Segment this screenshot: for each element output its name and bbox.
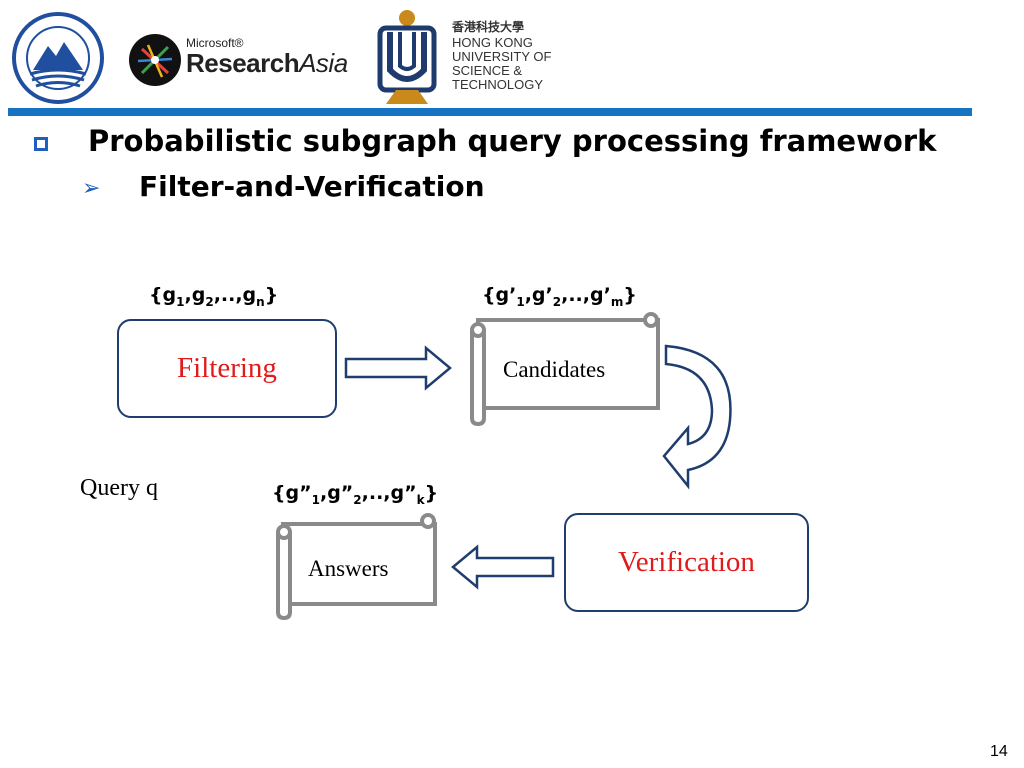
set-ans-sub2: 2 — [353, 492, 362, 507]
set-cand-close: } — [623, 284, 637, 306]
hkust-chinese-name: 香港科技大學 — [452, 20, 525, 34]
verification-label: Verification — [618, 546, 755, 578]
set-input-sub2: 2 — [205, 294, 214, 309]
set-cand-sub1: 1 — [516, 294, 525, 309]
filtering-box: Filtering — [117, 319, 337, 418]
set-input-mid2: ,..,g — [213, 284, 257, 306]
set-input-close: } — [264, 284, 279, 306]
answer-graph-set-label: {g”1,g”2,..,g”k} — [272, 482, 438, 507]
arrow-bullet-icon: ➢ — [82, 176, 101, 201]
hkust-logo-text: 香港科技大學 HONG KONG UNIVERSITY OF SCIENCE &… — [452, 20, 551, 92]
square-bullet-icon — [34, 137, 48, 151]
answers-label: Answers — [308, 556, 389, 581]
slide-heading: Probabilistic subgraph query processing … — [88, 124, 937, 158]
set-cand-mid2: ,..,g’ — [561, 284, 611, 306]
set-ans-sub1: 1 — [311, 492, 320, 507]
northeastern-university-logo — [12, 12, 104, 104]
set-cand-sub2: 2 — [552, 294, 562, 309]
set-ans-mid2: ,..,g” — [361, 482, 417, 504]
filtering-label: Filtering — [177, 352, 277, 384]
set-cand-mid1: ,g’ — [524, 284, 553, 306]
hkust-line-1: HONG KONG — [452, 35, 533, 50]
verification-box: Verification — [564, 513, 809, 612]
candidates-scroll-shape — [470, 312, 660, 427]
set-cand-open: {g’ — [482, 284, 517, 306]
page-number: 14 — [990, 743, 1008, 760]
msra-logo-small-text: Microsoft® — [186, 36, 244, 50]
candidate-graph-set-label: {g’1,g’2,..,g’m} — [482, 284, 637, 309]
block-arrow-right — [344, 345, 452, 391]
hkust-line-4: TECHNOLOGY — [452, 77, 544, 92]
msra-logo-wordmark: ResearchAsia — [186, 48, 348, 79]
slide-subheading: Filter-and-Verification — [139, 170, 485, 203]
query-label: Query q — [80, 475, 158, 501]
hkust-line-2: UNIVERSITY OF — [452, 49, 552, 64]
set-input-sub3: n — [256, 294, 265, 309]
curved-arrow-down — [662, 344, 732, 490]
header-divider — [8, 108, 972, 116]
set-ans-mid1: ,g” — [319, 482, 354, 504]
set-input-mid1: ,g — [184, 284, 206, 306]
set-ans-close: } — [424, 482, 439, 504]
answers-scroll-shape — [276, 513, 437, 621]
set-ans-sub3: k — [416, 492, 425, 507]
hkust-logo-icon — [377, 10, 437, 104]
set-input-open: {g — [149, 284, 177, 306]
input-graph-set-label: {g1,g2,..,gn} — [149, 284, 278, 309]
block-arrow-left — [451, 544, 555, 590]
set-ans-open: {g” — [272, 482, 312, 504]
msra-asia-text: Asia — [299, 48, 348, 78]
msra-research-text: Research — [186, 48, 300, 78]
set-input-sub1: 1 — [176, 294, 185, 309]
set-cand-sub3: m — [610, 294, 624, 309]
candidates-label: Candidates — [503, 357, 606, 382]
msra-logo-icon — [129, 34, 181, 86]
hkust-line-3: SCIENCE & — [452, 63, 523, 78]
